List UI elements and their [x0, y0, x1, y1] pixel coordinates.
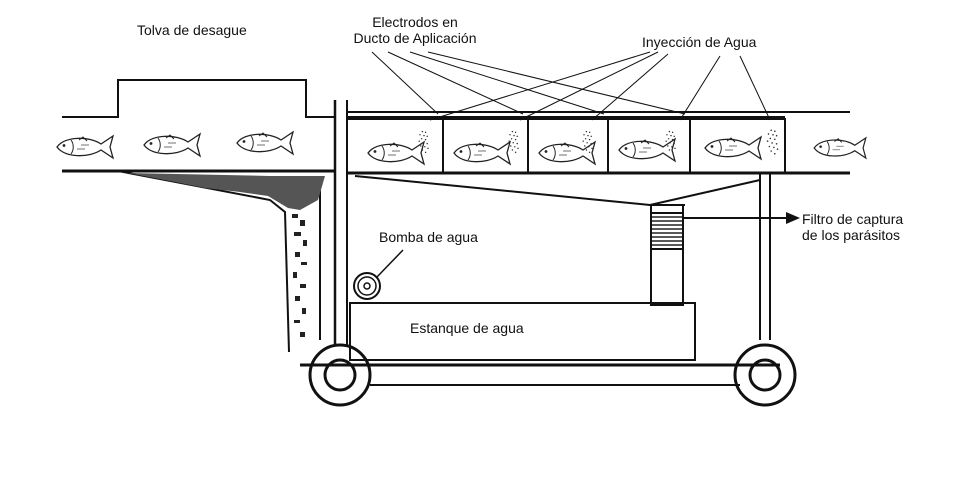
filter-label-line2: de los parásitos: [802, 227, 901, 243]
fish-icon: [143, 133, 201, 157]
pump-inner: [363, 282, 371, 290]
wheel-right-inner: [748, 358, 782, 392]
filter-mesh: [652, 216, 682, 246]
pump-middle: [357, 276, 377, 296]
water-injection-leader-lines: [429, 51, 771, 121]
water-spray-icon: [766, 129, 779, 155]
fish-icon: [704, 136, 762, 160]
fish-icon: [453, 141, 511, 165]
electrodes-label-line1: Electrodos en: [372, 14, 458, 30]
hopper-label: Tolva de desague: [137, 22, 247, 38]
filter-arrow-head: [786, 212, 800, 224]
fish-icon: [618, 138, 676, 162]
pump-pointer: [375, 249, 404, 279]
filter-element: [650, 212, 684, 250]
electrodes-label-line2: Ducto de Aplicación: [353, 30, 477, 46]
fish-icon: [236, 131, 294, 155]
electrodes-label: Electrodos en Ducto de Aplicación: [330, 14, 500, 46]
tank-label: Estanque de agua: [410, 320, 524, 336]
hopper-sediment: [128, 173, 325, 337]
fish-icon: [538, 141, 596, 165]
pump-outer: [353, 272, 381, 300]
wheel-left-outer: [308, 343, 372, 407]
collection-funnel: [354, 175, 761, 207]
fish-icon: [367, 141, 425, 165]
fish-icon: [813, 137, 867, 159]
wheel-right-outer: [733, 343, 797, 407]
inlet-pipe-top: [62, 79, 335, 118]
water-injection-label: Inyección de Agua: [642, 34, 757, 50]
filter-label: Filtro de captura de los parásitos: [802, 211, 903, 243]
filter-label-line1: Filtro de captura: [802, 211, 904, 227]
pump-label: Bomba de agua: [379, 229, 478, 245]
wheel-left-inner: [323, 358, 357, 392]
hopper-drain: [117, 170, 290, 353]
electrodes-leader-lines: [371, 51, 686, 115]
water-tank: [349, 302, 696, 361]
filter-column: [650, 204, 684, 306]
fish-icon: [56, 135, 114, 159]
